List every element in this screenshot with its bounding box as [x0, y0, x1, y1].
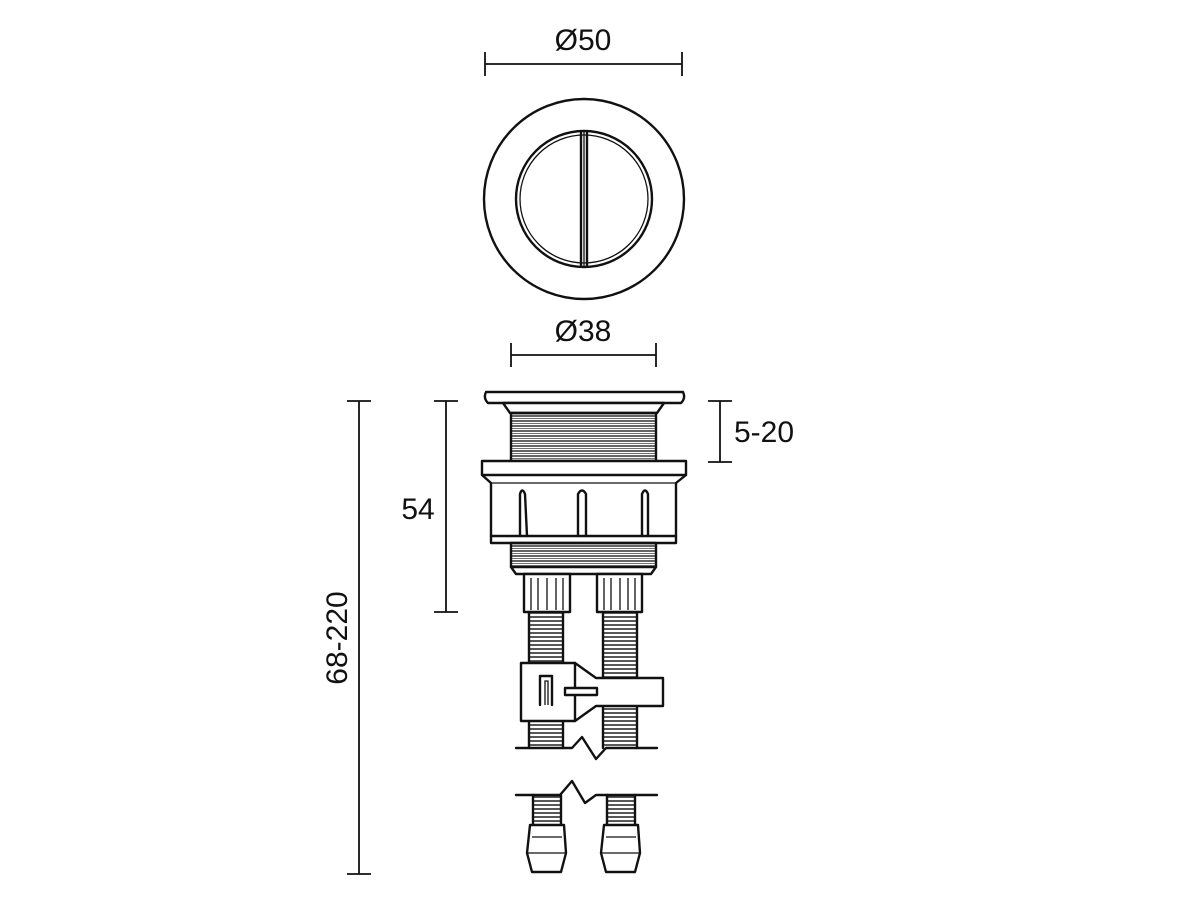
top-view: Ø50 [482, 24, 686, 301]
body-diameter-label: Ø38 [555, 315, 612, 348]
button-cap [483, 390, 686, 415]
top-diameter-label: Ø50 [555, 24, 612, 57]
lock-nut [480, 459, 688, 545]
body-height-label: 54 [401, 493, 434, 526]
cable-clip [519, 661, 665, 723]
cap-range-label: 5-20 [734, 416, 794, 449]
right-cable-end [599, 793, 642, 874]
top-diameter-dimension: Ø50 [484, 24, 683, 76]
side-view: Ø38 [321, 315, 794, 875]
right-cable-connector [595, 572, 644, 750]
overall-length-dimension: 68-220 [321, 400, 371, 875]
left-cable-end [525, 793, 568, 874]
threaded-body-upper [509, 411, 658, 463]
threaded-body-lower [509, 541, 658, 576]
body-diameter-dimension: Ø38 [510, 315, 657, 367]
overall-length-label: 68-220 [321, 591, 354, 684]
cap-range-dimension: 5-20 [708, 400, 794, 463]
body-height-dimension: 54 [401, 400, 458, 613]
dual-button-plan [482, 97, 686, 301]
break-line-upper [514, 735, 659, 761]
